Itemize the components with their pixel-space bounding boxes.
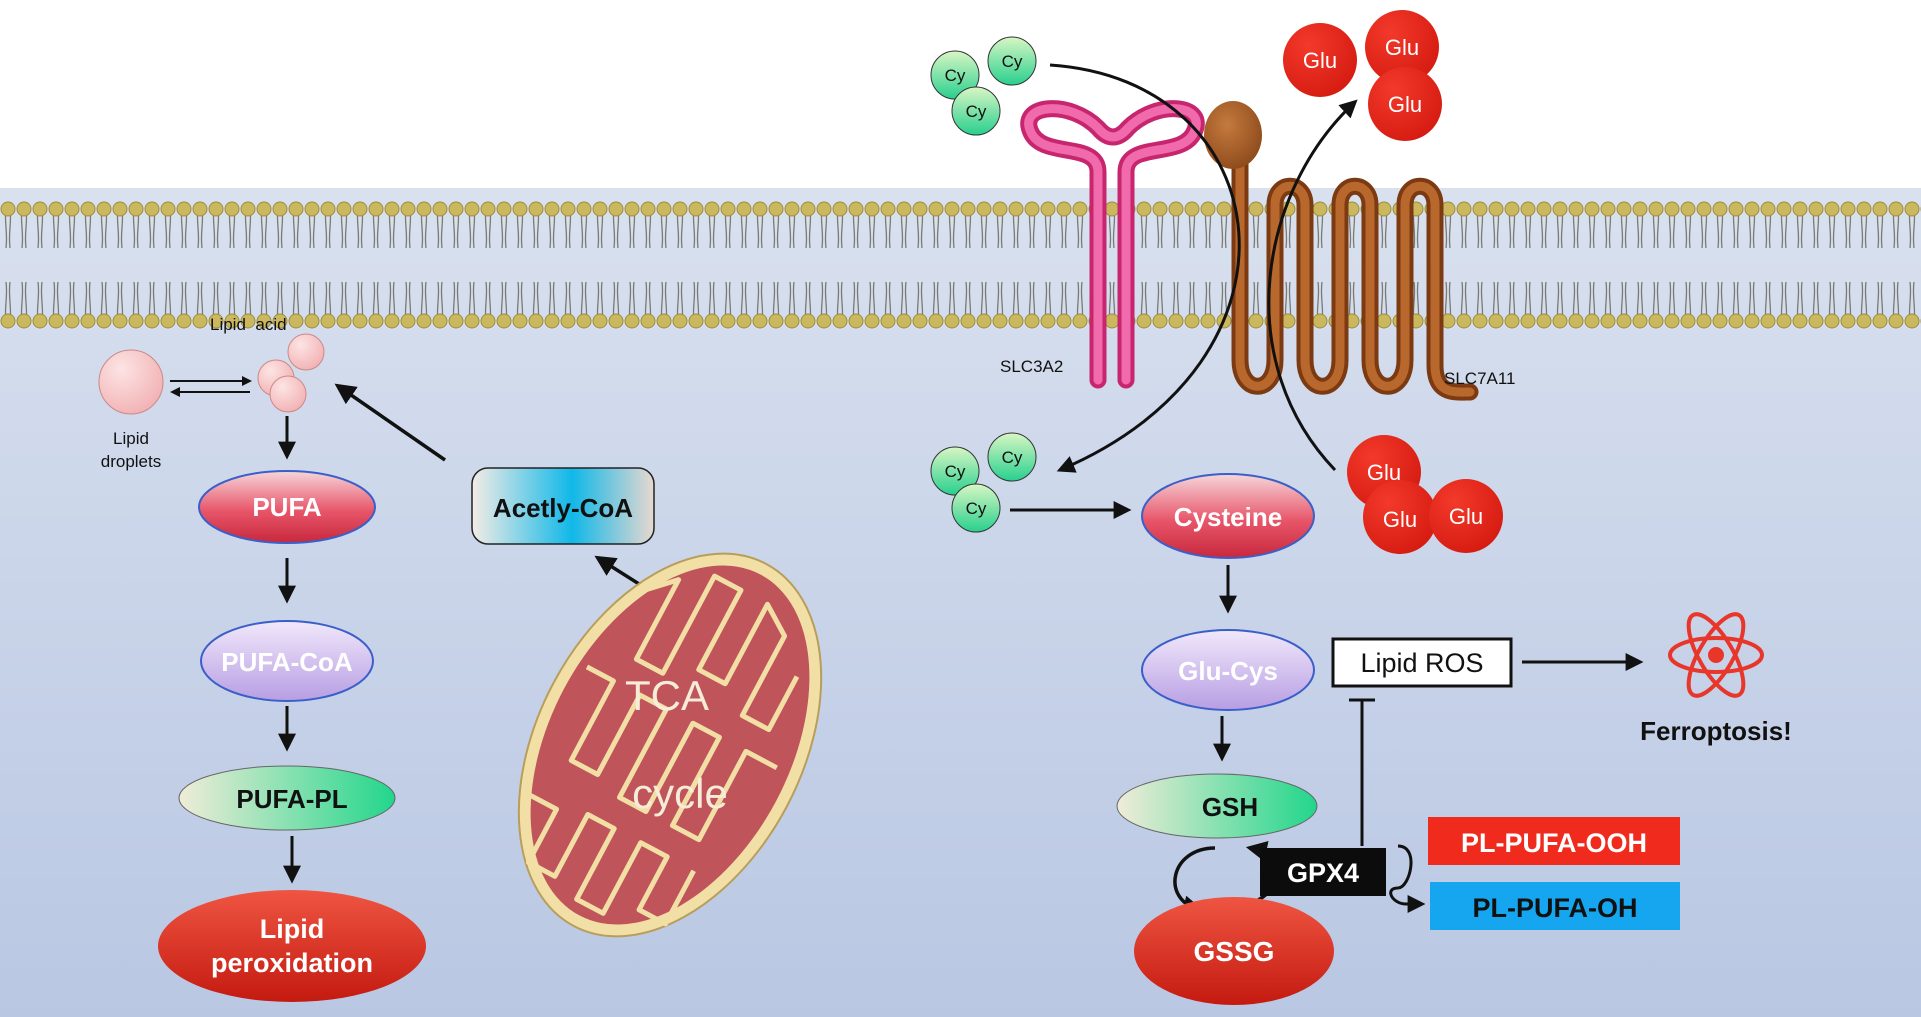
- pufa-coa-node: [200, 620, 374, 702]
- pufa-pl-node: [178, 765, 396, 831]
- cysteine-label: Cysteine: [1174, 502, 1282, 532]
- arrow-cystine-import: [1049, 63, 1241, 473]
- cell-membrane: [0, 200, 1921, 330]
- tca-label-line2: cycle: [632, 770, 728, 817]
- glutamate-molecule: [1283, 23, 1357, 97]
- pufa-pl-label: PUFA-PL: [236, 784, 347, 814]
- glu-cys-label: Glu-Cys: [1178, 656, 1278, 686]
- pufa-label: PUFA: [252, 492, 322, 522]
- cystine-label: Cy: [966, 102, 987, 121]
- slc7a11-transporter: [1231, 151, 1479, 401]
- cystine-molecule: [987, 432, 1037, 482]
- pl-pufa-ooh-box: [1428, 817, 1680, 865]
- gpx4-box: [1260, 848, 1386, 896]
- lipid-droplet: [98, 349, 164, 415]
- acetyl-coa-node: [471, 467, 655, 545]
- tca-label-line1: TCA: [625, 672, 709, 719]
- pufa-coa-label: PUFA-CoA: [221, 647, 353, 677]
- cystine-molecule: [951, 86, 1001, 136]
- mitochondrion: [517, 552, 823, 938]
- gssg-label: GSSG: [1194, 936, 1275, 967]
- pl-pufa-oh-label: PL-PUFA-OH: [1473, 893, 1638, 923]
- arrow-acetyl-coa-to-lipid-acid: [334, 383, 446, 462]
- lipid-droplets-label-line1: Lipid: [113, 429, 149, 448]
- lipid-acid-sphere: [287, 333, 325, 371]
- slc7a11-label: SLC7A11: [1444, 369, 1516, 388]
- lipid-acid-label: Lipid acid: [210, 315, 287, 334]
- arrow-glutamate-export: [1267, 99, 1358, 472]
- atom-icon: [1668, 612, 1764, 698]
- ferroptosis-label: Ferroptosis!: [1640, 716, 1792, 746]
- slc3a2-label: SLC3A2: [1000, 357, 1063, 376]
- glutamate-molecule: [1365, 10, 1439, 84]
- lipid-ros-label: Lipid ROS: [1360, 648, 1483, 678]
- gssg-node: [1134, 897, 1334, 1005]
- glutamate-label: Glu: [1367, 460, 1401, 485]
- glutamate-label: Glu: [1303, 48, 1337, 73]
- cystine-label: Cy: [1002, 52, 1023, 71]
- lipid-ros-box: [1331, 637, 1513, 688]
- arrow-gpx4-reduction-cycle: [1389, 844, 1426, 913]
- lipid-peroxidation-label-line1: Lipid: [260, 914, 324, 944]
- glutamate-molecule: [1429, 479, 1503, 553]
- glutamate-label: Glu: [1385, 35, 1419, 60]
- glutamate-molecule: [1363, 480, 1437, 554]
- glutamate-label: Glu: [1383, 507, 1417, 532]
- glu-cys-node: [1141, 629, 1315, 711]
- cystine-label: Cy: [966, 499, 987, 518]
- glutamate-molecule: [1368, 67, 1442, 141]
- gsh-label: GSH: [1202, 792, 1258, 822]
- lipid-droplets-label-line2: droplets: [101, 452, 161, 471]
- slc3a2-transporter: [1020, 100, 1205, 389]
- slc7a11-head: [1204, 101, 1262, 169]
- cystine-label: Cy: [945, 66, 966, 85]
- cystine-label: Cy: [1002, 448, 1023, 467]
- lipid-acid-sphere: [269, 375, 307, 413]
- gpx4-label: GPX4: [1287, 858, 1359, 888]
- cystine-label: Cy: [945, 462, 966, 481]
- cystine-molecule: [951, 483, 1001, 533]
- pl-pufa-ooh-label: PL-PUFA-OOH: [1461, 828, 1647, 858]
- glutamate-label: Glu: [1449, 504, 1483, 529]
- pufa-node: [198, 470, 376, 544]
- cystine-molecule: [987, 36, 1037, 86]
- gsh-node: [1116, 773, 1318, 839]
- lipid-peroxidation-label-line2: peroxidation: [211, 948, 373, 978]
- glutamate-label: Glu: [1388, 92, 1422, 117]
- cystine-molecule: [930, 446, 980, 496]
- acetyl-coa-label: Acetly-CoA: [493, 493, 633, 523]
- pl-pufa-oh-box: [1430, 882, 1680, 930]
- cysteine-node: [1141, 473, 1315, 559]
- lipid-peroxidation-node: [158, 890, 426, 1002]
